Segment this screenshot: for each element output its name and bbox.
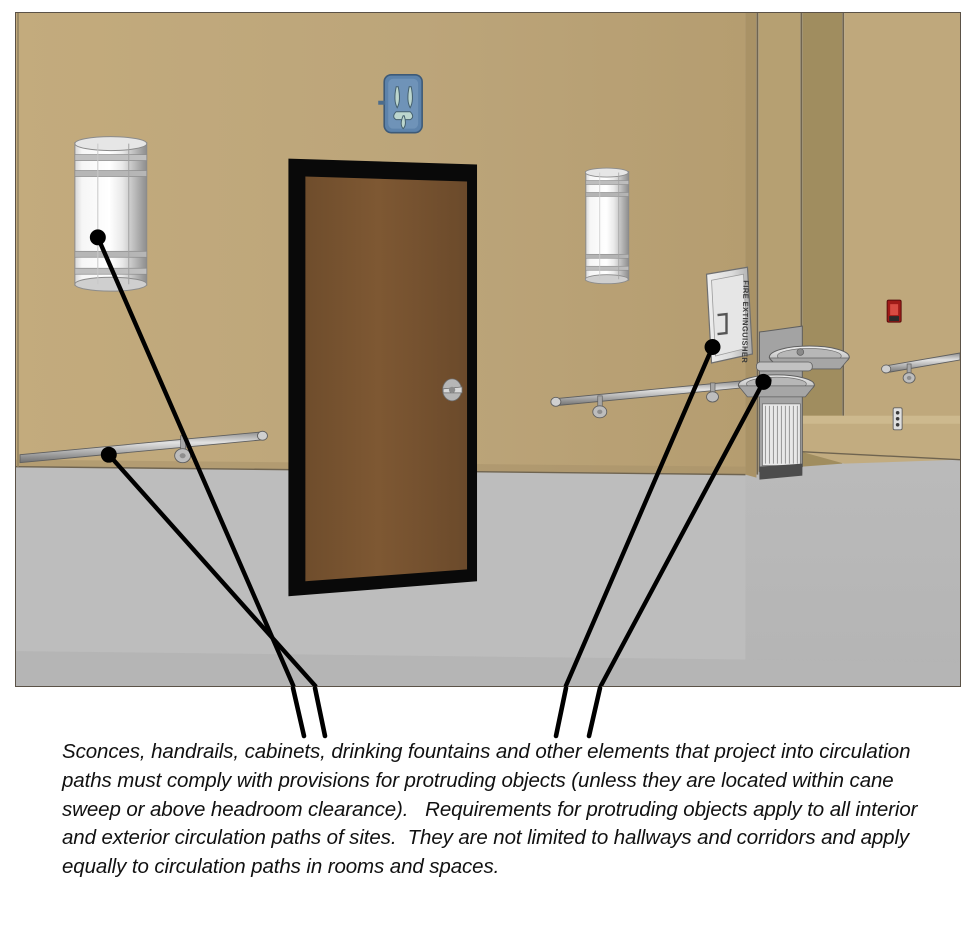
fire-extinguisher-cabinet-label: FIRE EXTINGUISHER bbox=[740, 280, 750, 363]
door-leaf bbox=[305, 176, 468, 582]
handrail-bracket-center-2 bbox=[706, 382, 719, 403]
leader-lines-in-frame bbox=[95, 235, 766, 686]
leader-dot-cabinet bbox=[704, 339, 721, 355]
fountain-alcove-shadow bbox=[759, 463, 803, 480]
floor-near-band bbox=[16, 651, 960, 686]
wall-corner-edge bbox=[801, 450, 960, 461]
leader-dots bbox=[89, 229, 772, 463]
door-lever-handle[interactable] bbox=[442, 378, 463, 402]
fire-extinguisher-cabinet[interactable]: FIRE EXTINGUISHER bbox=[705, 266, 754, 364]
corridor-scene: FIRE EXTINGUISHER bbox=[16, 13, 960, 686]
drinking-fountain-assembly[interactable] bbox=[737, 325, 851, 480]
leader-to-cabinet-seg bbox=[563, 344, 715, 686]
restroom-sign[interactable] bbox=[378, 74, 423, 134]
caption-text: Sconces, handrails, cabinets, drinking f… bbox=[62, 740, 923, 879]
wall-outlet[interactable] bbox=[892, 407, 903, 431]
leader-ext-cabinet bbox=[553, 685, 569, 739]
leader-ext-handrail-left bbox=[312, 685, 328, 739]
leader-to-handrail-left-seg bbox=[106, 452, 318, 686]
wall-sconce-right[interactable] bbox=[584, 167, 630, 285]
leader-to-fountain-seg bbox=[598, 379, 766, 686]
corridor-door[interactable] bbox=[288, 158, 478, 597]
handrail-bracket-center bbox=[592, 395, 608, 419]
leader-dot-sconce-left bbox=[89, 229, 106, 246]
drinking-fountain-high[interactable] bbox=[756, 345, 851, 372]
caption-block: Sconces, handrails, cabinets, drinking f… bbox=[62, 738, 942, 882]
handrail-right[interactable] bbox=[881, 352, 960, 384]
leader-ext-fountain bbox=[586, 685, 603, 739]
handrail-bracket-right bbox=[902, 363, 916, 384]
wall-corner-top bbox=[801, 415, 960, 424]
wall-alcove-dark bbox=[802, 13, 843, 467]
wall-corner-projection bbox=[801, 415, 960, 464]
leader-dot-handrail-left bbox=[100, 446, 117, 463]
wall-right-panel bbox=[844, 13, 960, 462]
leader-dot-fountain bbox=[755, 373, 772, 390]
fountain-grille bbox=[762, 403, 801, 467]
drinking-fountain-low[interactable] bbox=[737, 374, 816, 398]
fire-alarm-pull-station[interactable] bbox=[886, 299, 902, 323]
wall-return-1 bbox=[745, 13, 757, 478]
leader-to-sconce-left-seg bbox=[95, 235, 296, 686]
leader-ext-sconce-left bbox=[290, 685, 307, 739]
figure-panel: FIRE EXTINGUISHER bbox=[15, 12, 961, 687]
